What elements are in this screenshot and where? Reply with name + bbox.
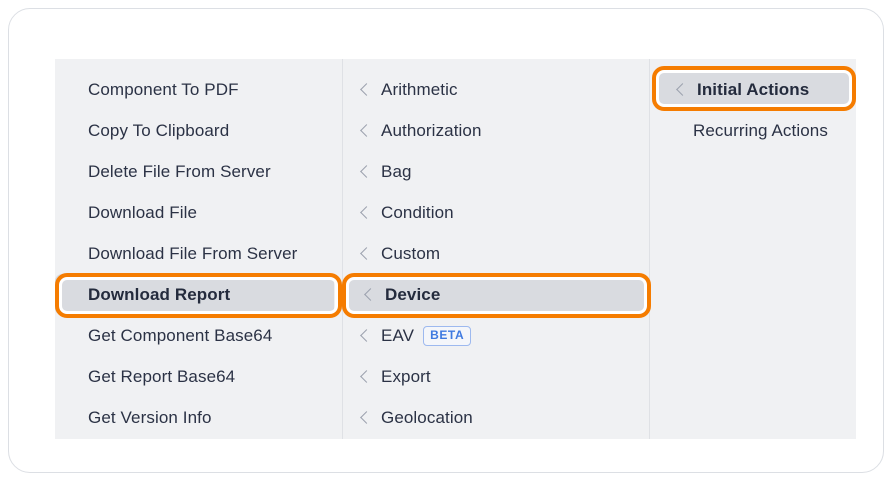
menu-item-label: Recurring Actions	[693, 120, 828, 140]
menu-item[interactable]: Authorization	[343, 110, 649, 151]
menu-item[interactable]: Download Report	[55, 274, 334, 315]
menu-item-label: Delete File From Server	[88, 161, 271, 181]
menu-item-label: Authorization	[381, 120, 482, 140]
menu-item-label: Get Component Base64	[88, 325, 273, 345]
menu-item-label: Download File	[88, 202, 198, 222]
menu-item-label: Component To PDF	[88, 79, 239, 99]
menu-item-label: EAV	[381, 325, 415, 345]
chevron-left-icon	[357, 82, 373, 98]
menu-item[interactable]: EAV BETA	[343, 315, 649, 356]
menu-item-label: Copy To Clipboard	[88, 120, 230, 140]
menu-item-label: Arithmetic	[381, 79, 458, 99]
menu-item-label: Condition	[381, 202, 454, 222]
menu-item-label: Get Version Info	[88, 407, 212, 427]
menu-item[interactable]: Arithmetic	[343, 69, 649, 110]
chevron-left-icon	[357, 369, 373, 385]
menu-item[interactable]: Geolocation	[343, 397, 649, 438]
menu-item[interactable]: Export	[343, 356, 649, 397]
chevron-left-icon	[361, 287, 377, 303]
menu-item-label: Initial Actions	[697, 79, 810, 99]
menu-item[interactable]: Download File	[55, 192, 342, 233]
menu-item-label: Device	[385, 284, 441, 304]
menu-item[interactable]: Get Version Info	[55, 397, 342, 438]
menu-item[interactable]: Initial Actions	[654, 69, 852, 110]
menu-item-label: Download File From Server	[88, 243, 298, 263]
menu-item-label: Download Report	[88, 284, 231, 304]
menu-item-label: Custom	[381, 243, 441, 263]
menu-item[interactable]: Download File From Server	[55, 233, 342, 274]
menu-item-label: Get Report Base64	[88, 366, 236, 386]
menu-item[interactable]: Get Report Base64	[55, 356, 342, 397]
chevron-left-icon	[357, 164, 373, 180]
chevron-left-icon	[673, 82, 689, 98]
chevron-left-icon	[357, 123, 373, 139]
beta-badge: BETA	[423, 325, 472, 346]
menu-item-label: Bag	[381, 161, 412, 181]
menu-item[interactable]: Condition	[343, 192, 649, 233]
menu-item[interactable]: Copy To Clipboard	[55, 110, 342, 151]
menu-item[interactable]: Component To PDF	[55, 69, 342, 110]
menu-item-label: Geolocation	[381, 407, 473, 427]
menu-item[interactable]: Recurring Actions	[650, 110, 856, 151]
menu-item[interactable]: Get Component Base64	[55, 315, 342, 356]
menu-item[interactable]: Custom	[343, 233, 649, 274]
menu-item-label: Export	[381, 366, 431, 386]
chevron-left-icon	[357, 328, 373, 344]
menu-item[interactable]: Delete File From Server	[55, 151, 342, 192]
chevron-left-icon	[357, 246, 373, 262]
menu-item[interactable]: Device	[347, 274, 649, 315]
chevron-left-icon	[357, 205, 373, 221]
chevron-left-icon	[357, 410, 373, 426]
menu-item[interactable]: Bag	[343, 151, 649, 192]
